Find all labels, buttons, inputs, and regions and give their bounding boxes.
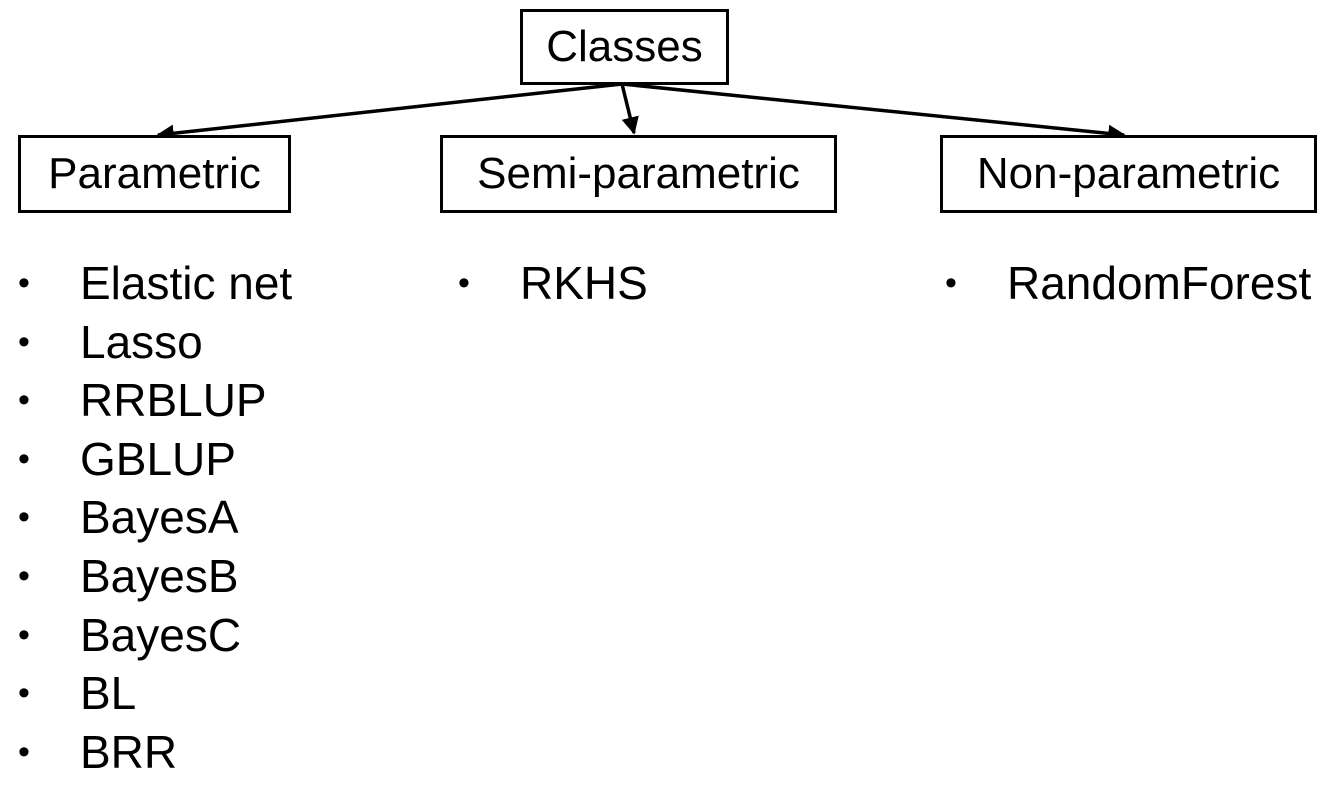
method-label: RKHS [520,257,648,309]
bullet-icon: • [18,732,30,771]
method-label: RandomForest [1007,257,1312,309]
method-label: BL [80,667,137,720]
list-item: • BL [18,664,338,723]
bullet-icon: • [18,556,30,595]
bullet-icon: • [18,615,30,654]
edge-classes-to-parametric [156,82,623,142]
edge-classes-to-semi-parametric [620,83,639,135]
method-label: Elastic net [80,257,293,309]
list-item: • RandomForest [945,254,1340,313]
method-label: Lasso [80,315,203,368]
bullet-icon: • [18,264,30,302]
non-parametric-methods-list: • RandomForest [945,254,1340,313]
edge-classes-to-non-parametric [621,82,1126,143]
list-item: • BayesB [18,547,338,606]
bullet-icon: • [18,674,30,713]
parametric-methods-list: • Elastic net • Lasso • RRBLUP • GBLUP • Baye… [18,254,338,781]
list-item: • BayesA [18,488,338,547]
method-label: BayesC [80,608,242,661]
node-non-parametric: Non-parametric [940,135,1317,213]
list-item: • Elastic net [18,254,338,313]
bullet-icon: • [18,322,30,361]
node-semi-parametric: Semi-parametric [440,135,837,213]
method-label: BayesA [80,491,239,544]
bullet-icon: • [945,264,957,302]
list-item: • GBLUP [18,430,338,489]
list-item: • BRR [18,723,338,782]
list-item: • RRBLUP [18,371,338,430]
bullet-icon: • [458,264,470,302]
method-label: GBLUP [80,432,236,485]
node-semi-parametric-label: Semi-parametric [477,149,800,198]
bullet-icon: • [18,381,30,420]
node-classes: Classes [520,9,729,85]
list-item: • Lasso [18,313,338,372]
bullet-icon: • [18,498,30,537]
list-item: • BayesC [18,606,338,665]
node-parametric: Parametric [18,135,291,213]
list-item: • RKHS [458,254,718,313]
node-non-parametric-label: Non-parametric [976,149,1281,198]
node-classes-label: Classes [546,22,703,71]
node-parametric-label: Parametric [48,149,261,198]
bullet-icon: • [18,439,30,478]
method-label: BayesB [80,549,239,602]
method-label: RRBLUP [80,374,267,427]
method-label: BRR [80,725,178,778]
semi-parametric-methods-list: • RKHS [458,254,718,313]
